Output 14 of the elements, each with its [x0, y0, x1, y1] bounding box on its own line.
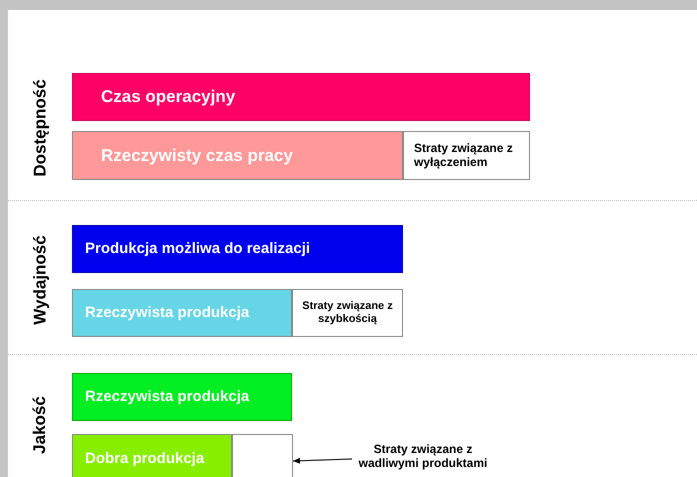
arrow — [292, 458, 352, 464]
loss-box: Straty związane z wyłączeniem — [403, 131, 530, 180]
section-label: Wydajność — [30, 235, 50, 325]
production-bar: Produkcja możliwa do realizacji — [72, 225, 403, 273]
section-label: Jakość — [30, 396, 50, 454]
time-bar: Rzeczywisty czas pracy — [72, 131, 403, 180]
time-bar: Czas operacyjny — [72, 73, 530, 121]
callout-text: Straty związane z wadliwymi produktami — [348, 440, 498, 474]
loss-box: Straty związane z szybkością — [292, 289, 403, 337]
production-bar: Rzeczywista produkcja — [72, 373, 292, 421]
production-bar: Rzeczywista produkcja — [72, 289, 292, 337]
section-label: Dostępność — [30, 79, 50, 177]
production-bar: Dobra produkcja — [72, 434, 232, 477]
loss-box — [232, 434, 293, 477]
